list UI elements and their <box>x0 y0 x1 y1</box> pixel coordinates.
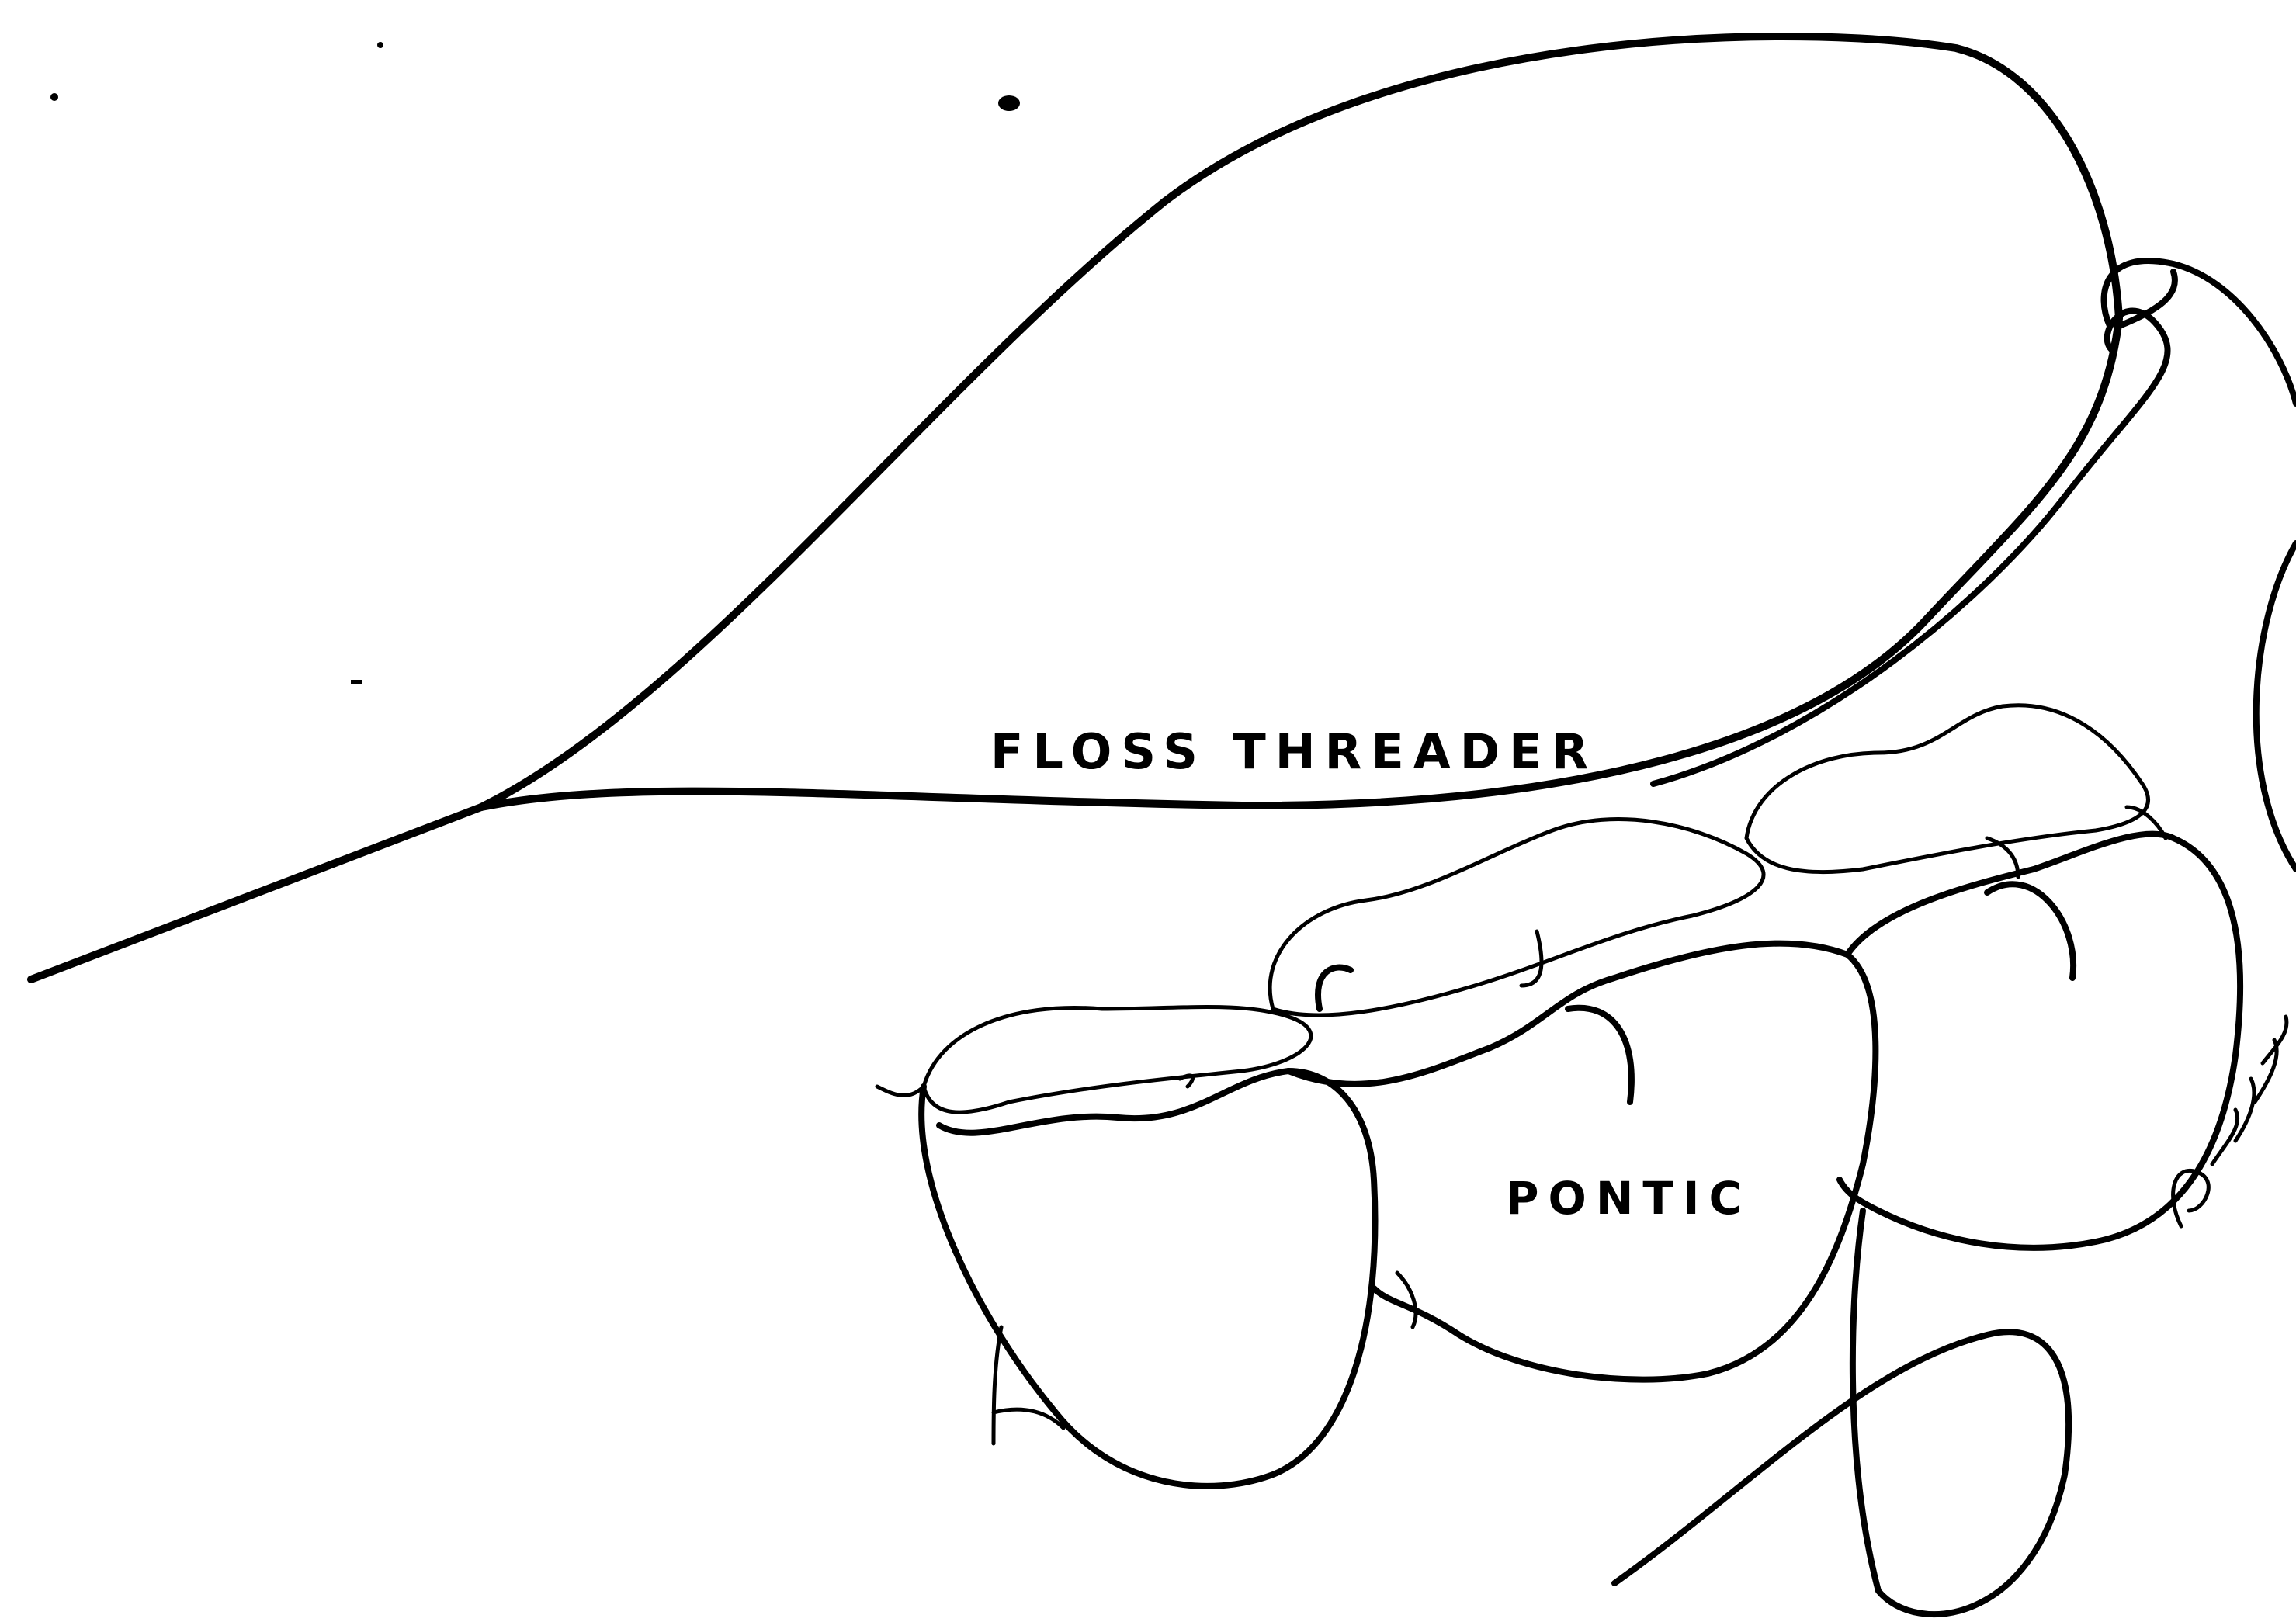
artist-signature <box>2173 1017 2287 1226</box>
floss-strand <box>1614 261 2296 1614</box>
pontic-tooth <box>1288 931 1875 1380</box>
teeth <box>877 807 2240 1486</box>
stray-specks <box>50 42 1020 684</box>
pontic-label: PONTIC <box>1506 1172 1751 1225</box>
right-tooth <box>1840 807 2240 1248</box>
floss-threader-loop <box>31 36 2175 979</box>
left-tooth <box>877 1071 1375 1486</box>
floss-threader-label: FLOSS THREADER <box>990 723 1597 780</box>
